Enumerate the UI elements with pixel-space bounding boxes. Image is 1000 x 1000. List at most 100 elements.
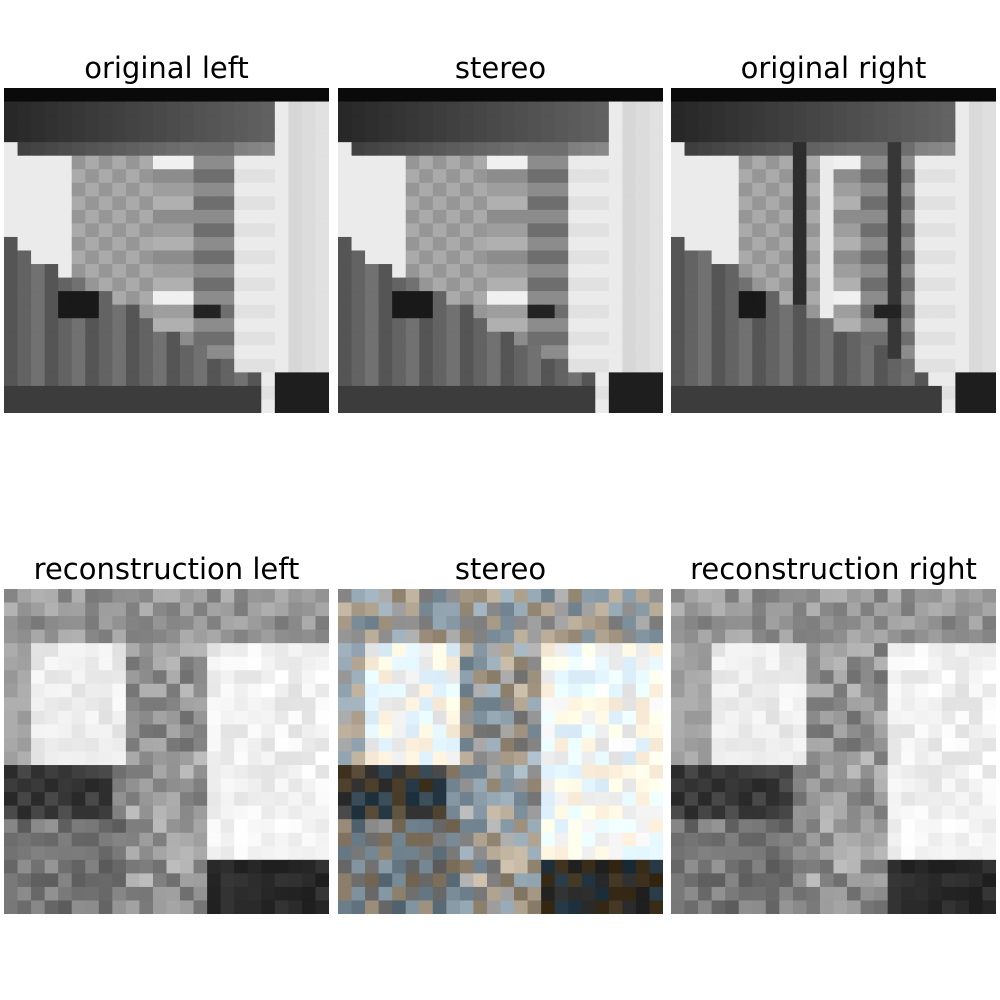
pixel	[125, 751, 141, 766]
pixel	[635, 277, 651, 292]
pixel	[220, 751, 235, 766]
pixel	[125, 264, 141, 279]
pixel	[819, 616, 835, 631]
pixel	[968, 182, 984, 197]
pixel	[779, 169, 794, 184]
pixel	[365, 264, 380, 279]
pixel	[473, 886, 488, 902]
pixel	[351, 886, 366, 902]
pixel	[378, 900, 393, 914]
pixel	[608, 859, 623, 874]
pixel	[139, 724, 154, 739]
pixel	[684, 602, 699, 617]
pixel	[351, 399, 366, 413]
pixel	[446, 236, 461, 252]
pixel	[71, 765, 86, 780]
pixel	[622, 182, 637, 197]
pixel	[738, 101, 753, 116]
pixel	[274, 832, 289, 847]
pixel	[514, 859, 529, 874]
pixel	[419, 846, 434, 861]
pixel	[698, 236, 713, 252]
pixel	[955, 886, 970, 902]
pixel	[514, 128, 529, 143]
pixel	[635, 643, 651, 658]
pixel	[833, 616, 848, 631]
pixel	[635, 629, 651, 644]
pixel	[635, 182, 651, 197]
pixel	[941, 372, 956, 387]
pixel	[901, 670, 916, 685]
pixel	[392, 765, 407, 780]
pixel	[887, 602, 902, 617]
pixel	[71, 385, 86, 401]
pixel	[568, 819, 583, 834]
pixel	[152, 900, 168, 914]
pixel	[792, 385, 808, 401]
pixel	[180, 765, 195, 780]
pixel	[874, 629, 889, 644]
pixel	[473, 819, 488, 834]
pixel	[207, 209, 222, 225]
pixel	[180, 169, 195, 184]
pixel	[779, 209, 794, 225]
pixel	[338, 128, 353, 143]
pixel	[608, 115, 623, 130]
pixel	[220, 643, 235, 658]
pixel	[684, 832, 699, 847]
pixel	[635, 724, 651, 739]
pixel	[85, 182, 100, 197]
pixel	[738, 264, 753, 279]
pixel	[220, 169, 235, 184]
pixel	[941, 277, 956, 292]
pixel	[860, 737, 875, 753]
pixel	[473, 182, 488, 197]
pixel	[486, 128, 502, 143]
pixel	[261, 751, 276, 766]
pixel	[31, 873, 46, 888]
pixel	[85, 291, 100, 306]
pixel	[365, 643, 380, 658]
pixel	[554, 101, 569, 116]
pixel	[220, 372, 235, 387]
pixel	[500, 737, 515, 753]
pixel	[860, 656, 875, 671]
pixel	[622, 670, 637, 685]
pixel	[139, 751, 154, 766]
pixel	[725, 792, 740, 807]
pixel	[860, 751, 875, 766]
pixel	[955, 683, 970, 698]
pixel	[459, 196, 475, 211]
pixel	[288, 616, 303, 631]
pixel	[901, 115, 916, 130]
pixel	[125, 155, 141, 170]
pixel	[649, 643, 663, 658]
pixel	[220, 670, 235, 685]
pixel	[392, 805, 407, 820]
pixel	[378, 345, 393, 360]
pixel	[473, 358, 488, 373]
pixel	[568, 142, 583, 157]
pixel	[928, 115, 943, 130]
pixel	[152, 886, 168, 902]
pixel	[928, 846, 943, 861]
pixel	[247, 358, 262, 373]
pixel	[860, 900, 875, 914]
pixel	[112, 683, 127, 698]
pixel	[779, 643, 794, 658]
pixel	[806, 900, 821, 914]
pixel	[71, 155, 86, 170]
pixel	[207, 819, 222, 834]
pixel	[85, 643, 100, 658]
pixel	[392, 724, 407, 739]
pixel	[738, 832, 753, 847]
pixel	[193, 128, 208, 143]
pixel	[85, 616, 100, 631]
pixel	[207, 236, 222, 252]
pixel	[792, 846, 808, 861]
pixel	[193, 629, 208, 644]
pixel	[860, 196, 875, 211]
pixel	[833, 778, 848, 793]
pixel	[928, 886, 943, 902]
pixel	[968, 765, 984, 780]
